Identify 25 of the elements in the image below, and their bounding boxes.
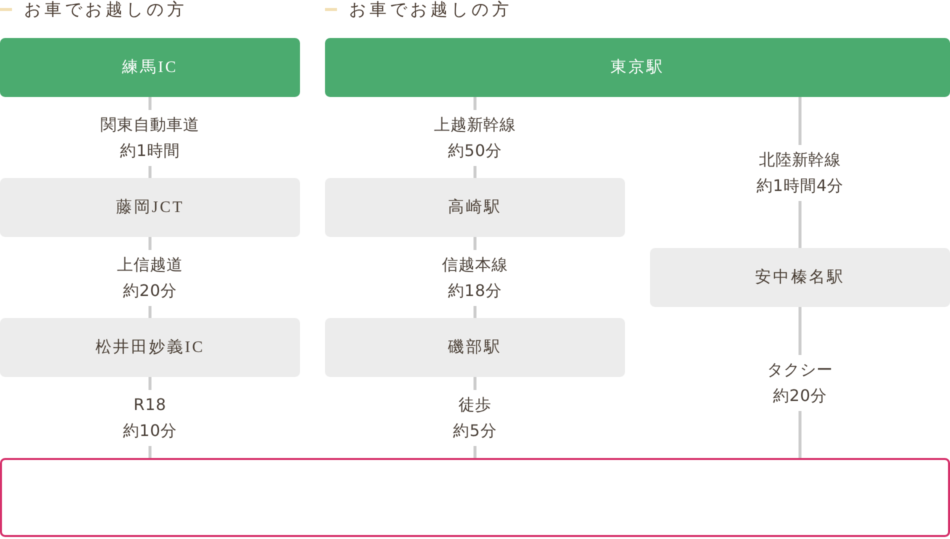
edge-label: 上信越道約20分: [117, 250, 183, 306]
edge-label: R18約10分: [122, 390, 178, 446]
start-box: [325, 38, 950, 97]
node-label: 東京駅: [610, 58, 664, 78]
section-heading: お車でお越しの方: [24, 0, 188, 20]
node-label: 安中榛名駅: [755, 268, 845, 288]
node-label: 藤岡JCT: [116, 198, 184, 218]
start-box: [0, 38, 300, 97]
node-label: 松井田妙義IC: [95, 338, 205, 358]
edge-label: 関東自動車道約1時間: [100, 110, 200, 166]
edge-label: 上越新幹線約50分: [434, 110, 516, 166]
node-label: 高崎駅: [448, 198, 502, 218]
edge-label: 北陸新幹線約1時間4分: [756, 144, 844, 200]
stop-box: [325, 318, 625, 377]
node-label: 練馬IC: [122, 58, 178, 78]
edge-label: 信越本線約18分: [442, 250, 508, 306]
stop-box: [0, 178, 300, 237]
stop-box: [0, 318, 300, 377]
edge-label: 徒歩約5分: [453, 390, 497, 446]
edge-label: タクシー約20分: [767, 354, 833, 410]
section-heading: お車でお越しの方: [349, 0, 512, 20]
stop-box: [650, 248, 950, 307]
destination-box: [0, 458, 950, 537]
stop-box: [325, 178, 625, 237]
node-label: 磯部駅: [448, 338, 502, 358]
